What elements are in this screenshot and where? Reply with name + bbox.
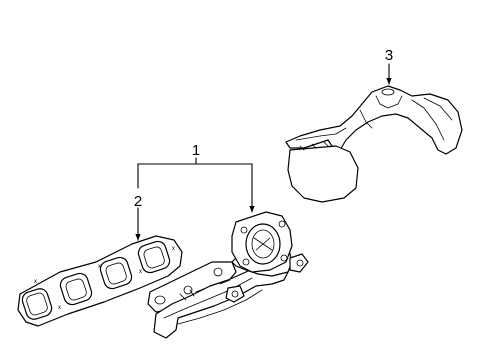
gasket-mark: x — [139, 269, 142, 275]
gasket-mark: x — [98, 264, 101, 270]
manifold-gasket: x x x x x — [17, 235, 183, 327]
callout-3: 3 — [385, 47, 393, 64]
heat-shield — [285, 85, 463, 203]
callout-leaders — [135, 63, 392, 241]
gasket-mark: x — [172, 246, 175, 252]
callout-1: 1 — [192, 142, 200, 159]
exhaust-manifold — [147, 211, 309, 339]
callout-2: 2 — [134, 193, 142, 210]
gasket-mark: x — [58, 305, 61, 311]
gasket-mark: x — [34, 279, 37, 285]
